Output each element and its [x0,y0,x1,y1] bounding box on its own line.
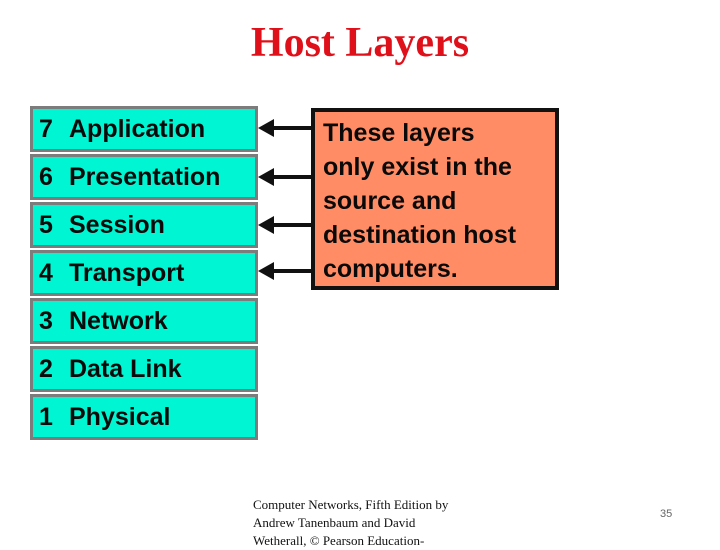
note-line: destination host [323,221,517,249]
arrowhead-presentation [258,168,274,186]
layer-label: Physical [69,403,171,431]
citation-line: Wetherall, © Pearson Education- [253,533,425,548]
layer-number: 7 [39,115,53,143]
citation-line: Andrew Tanenbaum and David [253,515,416,530]
page-number: 35 [660,508,673,520]
footer-citation: Computer Networks, Fifth Edition by Andr… [253,496,483,550]
layer-number: 3 [39,307,53,335]
layer-number: 6 [39,163,53,191]
slide-title: Host Layers [250,20,470,66]
layer-number: 2 [39,355,53,383]
host-only-note: These layers only exist in the source an… [311,108,559,290]
layer-physical: 1 Physical [30,394,258,440]
layer-session: 5 Session [30,202,258,248]
layer-data-link: 2 Data Link [30,346,258,392]
layer-label: Session [69,211,165,239]
layer-label: Presentation [69,163,221,191]
layer-network: 3 Network [30,298,258,344]
layer-presentation: 6 Presentation [30,154,258,200]
layer-application: 7 Application [30,106,258,152]
layer-transport: 4 Transport [30,250,258,296]
layer-number: 4 [39,259,53,287]
arrowhead-session [258,216,274,234]
layer-label: Transport [69,259,185,287]
note-line: only exist in the [323,153,512,181]
layer-number: 5 [39,211,53,239]
layer-label: Network [69,307,168,335]
note-line: computers. [323,255,458,283]
layer-label: Application [69,115,206,143]
layer-number: 1 [39,403,53,431]
arrowhead-application [258,119,274,137]
note-line: source and [323,187,457,215]
citation-line: Computer Networks, Fifth Edition by [253,497,449,512]
note-line: These layers [323,119,475,147]
layer-label: Data Link [69,355,182,383]
arrowhead-transport [258,262,274,280]
